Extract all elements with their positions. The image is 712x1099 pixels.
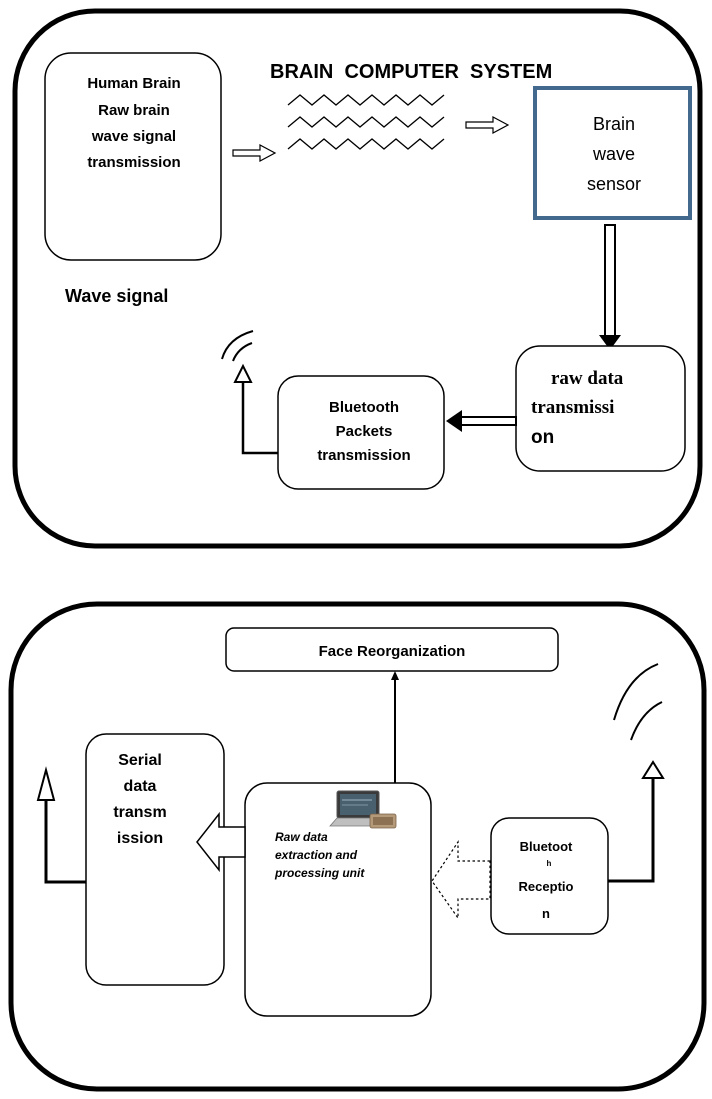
bottom-panel-frame	[8, 601, 707, 1092]
serial-line-4: ission	[117, 830, 163, 847]
dotted-arrow-left	[431, 840, 491, 920]
raw-data-line-2: transmissi	[531, 397, 614, 418]
human-brain-line-4: transmission	[87, 154, 180, 171]
reception-line-1: Bluetoot	[520, 839, 573, 854]
sensor-line-1: Brain	[593, 114, 635, 134]
human-brain-line-1: Human Brain	[87, 75, 180, 92]
laptop-icon	[329, 790, 397, 829]
raw-data-line-3: on	[531, 427, 554, 448]
bluetooth-reception-box: Bluetoot h Receptio n	[490, 817, 609, 935]
raw-data-transmission-box: raw data transmissi on	[515, 345, 686, 472]
top-panel-frame	[12, 8, 703, 549]
brain-wave-icon	[287, 94, 445, 150]
processing-unit-box: Raw data extraction and processing unit	[244, 782, 432, 1017]
hollow-arrow-left	[196, 811, 246, 873]
processing-line-2: extraction and	[275, 848, 358, 862]
double-arrow-down	[599, 224, 621, 350]
face-reorganization-box: Face Reorganization	[225, 627, 559, 672]
face-reorganization-label: Face Reorganization	[319, 643, 466, 660]
serial-line-3: transm	[113, 804, 166, 821]
human-brain-box: Human Brain Raw brain wave signal transm…	[44, 52, 222, 261]
reception-line-3: Receptio	[519, 879, 574, 894]
processing-line-1: Raw data	[275, 830, 328, 844]
raw-data-line-1: raw data	[551, 368, 624, 389]
serial-line-1: Serial	[118, 752, 162, 769]
system-title: BRAIN COMPUTER SYSTEM	[270, 61, 552, 83]
bluetooth-packets-box: Bluetooth Packets transmission	[277, 375, 445, 490]
reception-line-2: h	[547, 859, 552, 868]
brain-wave-sensor-box: Brain wave sensor	[533, 86, 692, 220]
bluetooth-line-3: transmission	[317, 447, 410, 464]
bluetooth-line-2: Packets	[336, 423, 393, 440]
processing-line-3: processing unit	[274, 866, 365, 880]
reception-antenna-icon	[608, 663, 665, 883]
serial-output-antenna-icon	[36, 766, 86, 884]
arrow-up-to-face	[391, 671, 399, 783]
serial-data-box: Serial data transm ission	[85, 733, 225, 986]
human-brain-line-2: Raw brain	[98, 102, 170, 119]
reception-line-4: n	[542, 906, 550, 921]
sensor-line-3: sensor	[587, 174, 641, 194]
sensor-line-2: wave	[592, 144, 635, 164]
hollow-arrow-right-1	[232, 144, 277, 162]
human-brain-line-3: wave signal	[91, 128, 176, 145]
wave-signal-label: Wave signal	[65, 286, 168, 306]
double-arrow-left	[446, 410, 517, 432]
bluetooth-line-1: Bluetooth	[329, 399, 399, 416]
hollow-arrow-right-2	[465, 116, 510, 134]
antenna-icon	[221, 330, 278, 455]
serial-line-2: data	[124, 778, 157, 795]
